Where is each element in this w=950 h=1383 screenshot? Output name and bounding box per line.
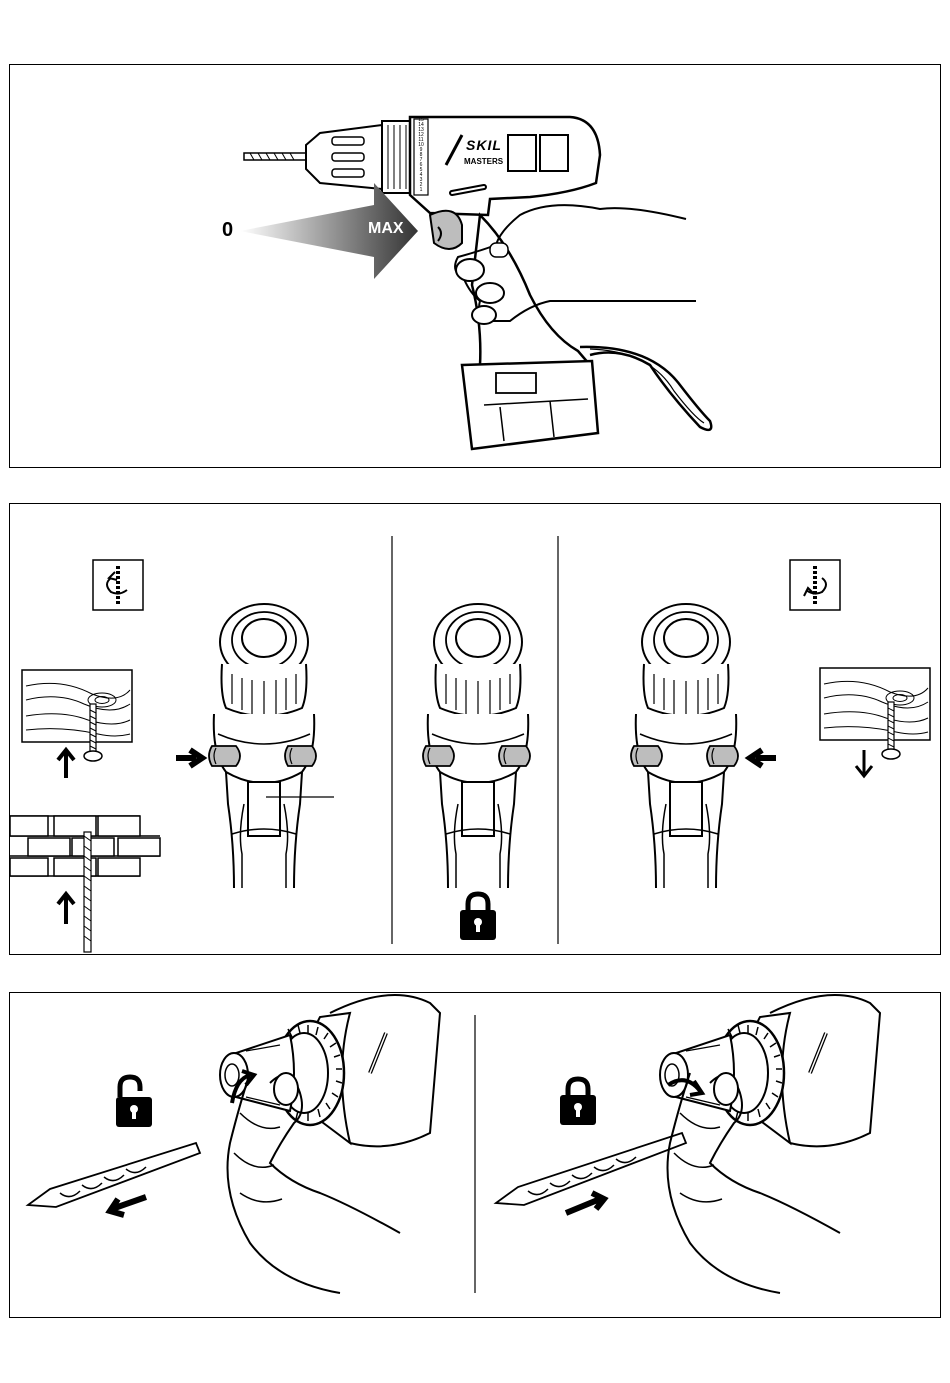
drill-top-view-locked — [423, 604, 530, 888]
wood-screw-reverse — [820, 668, 930, 759]
battery-pack — [462, 361, 598, 449]
drill-illustration — [10, 65, 942, 469]
arrow-left-icon — [750, 750, 776, 766]
padlock-closed-icon — [460, 894, 496, 940]
brand-logo-text: SKIL — [466, 137, 502, 153]
drill-chuck — [306, 121, 410, 193]
brick-wall-illustration — [10, 816, 160, 952]
drill-body — [410, 117, 600, 215]
direction-switch-illustration — [10, 504, 942, 956]
torque-scale-number: 1 — [420, 188, 423, 193]
forward-rotation-icon — [93, 560, 143, 610]
padlock-closed-icon — [560, 1079, 596, 1125]
arrow-out-icon — [110, 1197, 146, 1215]
drill-bit — [244, 153, 306, 160]
reverse-rotation-icon — [790, 560, 840, 610]
speed-trigger — [430, 211, 462, 249]
figure-direction-switch — [9, 503, 941, 955]
speed-max-label: MAX — [368, 220, 404, 238]
drill-top-view-forward — [209, 604, 334, 888]
arrow-up-icon — [58, 894, 74, 924]
arrow-in-icon — [566, 1193, 604, 1213]
chuck-closed-view — [660, 995, 880, 1293]
drill-top-view-reverse — [631, 604, 738, 888]
arrow-down-icon — [856, 750, 872, 776]
wood-screw-forward — [22, 670, 132, 761]
speed-min-label: 0 — [222, 219, 233, 242]
figure-keyless-chuck — [9, 992, 941, 1318]
arrow-up-icon — [58, 750, 74, 778]
chuck-open-view — [220, 995, 440, 1293]
padlock-open-icon — [116, 1077, 152, 1127]
keyless-chuck-illustration — [10, 993, 942, 1319]
series-logo-text: MASTERS — [464, 157, 503, 166]
drill-bit-removed — [28, 1143, 200, 1207]
drill-bit-inserted — [496, 1133, 686, 1205]
arrow-right-icon — [176, 750, 202, 766]
